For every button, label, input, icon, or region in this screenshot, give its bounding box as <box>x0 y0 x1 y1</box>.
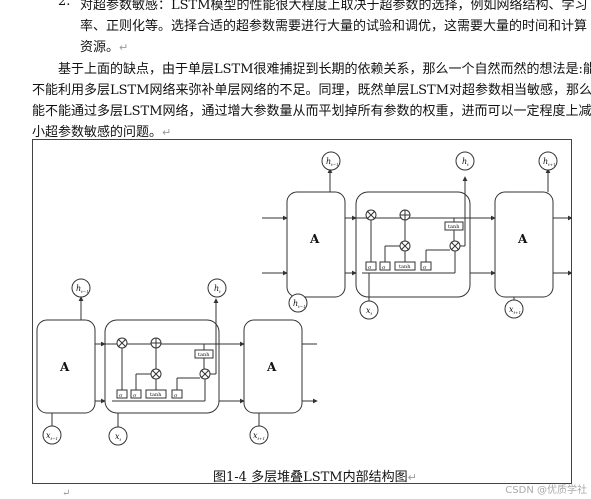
node-label: xt <box>115 432 122 442</box>
node-label: ht <box>462 157 469 167</box>
tanh-label: tanh <box>150 392 162 398</box>
paragraph-line-2: 不能利用多层LSTM网络来弥补单层网络的不足。同理，既然单层LSTM对超参数相当… <box>32 83 591 98</box>
node-label: xt−1 <box>46 431 58 441</box>
node-label: ht−1 <box>293 299 306 309</box>
lstm-cell-block <box>494 191 554 298</box>
cell-label: A <box>517 232 528 246</box>
node-label: ht−1 <box>326 157 339 167</box>
watermark: CSDN @优质学社 <box>505 485 587 496</box>
lstm-cell-block <box>286 191 346 298</box>
list-item-line-1: 对超参数敏感：LSTM模型的性能很大程度上取决于超参数的选择，例如网络结构、学习 <box>80 0 588 13</box>
input-node <box>249 425 269 445</box>
figure-frame <box>32 139 572 484</box>
paragraph-text: 小超参数敏感的问题。 <box>32 125 163 140</box>
node-label: ht+1 <box>543 157 556 167</box>
paragraph-mark-icon: ↵ <box>62 488 71 499</box>
stacked-lstm-diagram: A A A A tanh tanh tanh tanh σ σ σ σ σ σ … <box>36 151 572 446</box>
paragraph-line-1: 基于上面的缺点，由于单层LSTM很难捕捉到长期的依赖关系，那么一个自然而然的想法… <box>58 62 591 77</box>
sigma-label: σ <box>133 393 137 399</box>
list-number: 2. <box>58 0 71 9</box>
sigma-label: σ <box>119 393 123 399</box>
hidden-state-node <box>71 278 91 298</box>
list-item-text: 资源。 <box>80 40 120 55</box>
hidden-state-node <box>321 151 341 171</box>
paragraph-mark-icon: ↵ <box>162 126 172 139</box>
tanh-label: tanh <box>198 352 210 358</box>
node-label: xt <box>366 306 373 316</box>
tanh-label: tanh <box>448 224 460 230</box>
cell-label: A <box>309 232 320 246</box>
paragraph-mark-icon: ↵ <box>119 41 129 54</box>
hidden-state-node <box>207 278 227 298</box>
list-item-line-2: 率、正则化等。选择合适的超参数需要进行大量的试验和调优，这需要大量的时间和计算 <box>80 19 588 34</box>
sigma-label: σ <box>174 393 178 399</box>
hidden-state-node <box>538 151 558 171</box>
hidden-state-node <box>288 293 308 313</box>
input-node <box>504 299 524 319</box>
sigma-label: σ <box>382 265 386 271</box>
tanh-label: tanh <box>399 264 411 270</box>
node-label: ht <box>214 284 221 294</box>
node-label: xt+1 <box>509 305 521 315</box>
cell-label: A <box>266 360 277 374</box>
input-node <box>108 426 128 446</box>
figure-caption: 图1-4 多层堆叠LSTM内部结构图↵ <box>213 466 417 485</box>
cell-label: A <box>59 360 70 374</box>
caption-text: 图1-4 多层堆叠LSTM内部结构图 <box>213 470 408 485</box>
lstm-cell-block <box>243 319 303 414</box>
list-item-line-3: 资源。↵ <box>80 36 128 55</box>
node-label: ht−1 <box>76 284 89 294</box>
paragraph-line-3: 能不能通过多层LSTM网络，通过增大参数量从而平划掉所有参数的权重，进而可以一定… <box>32 104 591 119</box>
paragraph-line-4: 小超参数敏感的问题。↵ <box>32 121 171 140</box>
sigma-label: σ <box>368 265 372 271</box>
input-node <box>42 425 62 445</box>
node-label: xt+1 <box>253 431 265 441</box>
input-node <box>359 300 379 320</box>
lstm-cell-block <box>36 319 96 414</box>
paragraph-mark-icon: ↵ <box>407 471 417 484</box>
sigma-label: σ <box>423 265 427 271</box>
hidden-state-node <box>455 151 475 171</box>
